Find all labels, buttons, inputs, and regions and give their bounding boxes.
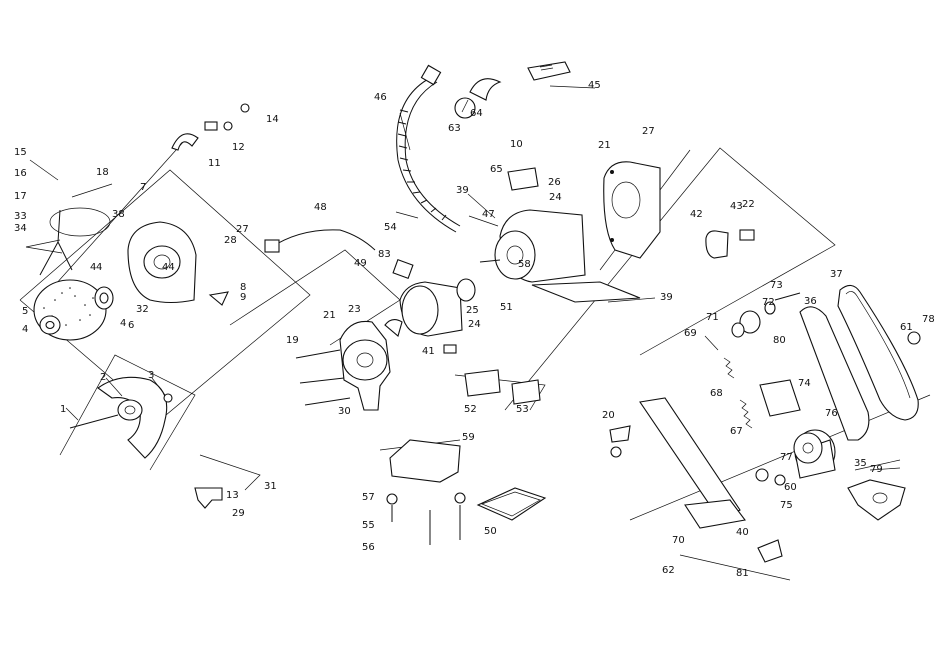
callout-label: 24 <box>468 319 481 330</box>
callout-label: 33 <box>14 211 27 222</box>
callout-label: 26 <box>548 177 561 188</box>
motor-assembly <box>296 162 754 410</box>
callout-label: 22 <box>742 199 755 210</box>
callout-label: 29 <box>232 508 245 519</box>
callout-label: 55 <box>362 520 375 531</box>
callout-label: 59 <box>462 432 475 443</box>
callout-label: 23 <box>348 304 361 315</box>
callout-label: 50 <box>484 526 497 537</box>
callout-label: 39 <box>660 292 673 303</box>
callout-label: 61 <box>900 322 913 333</box>
callout-label: 16 <box>14 168 27 179</box>
callout-label: 27 <box>642 126 655 137</box>
callout-label: 67 <box>730 426 743 437</box>
callout-label: 14 <box>266 114 279 125</box>
callout-label: 13 <box>226 490 239 501</box>
callout-label: 74 <box>798 378 811 389</box>
callout-label: 4 <box>96 262 102 273</box>
callout-label: 53 <box>516 404 529 415</box>
callout-label: 70 <box>672 535 685 546</box>
callout-label: 37 <box>830 269 843 280</box>
callout-label: 32 <box>136 304 149 315</box>
callout-label: 72 <box>762 297 775 308</box>
callout-label: 28 <box>224 235 237 246</box>
callout-label: 42 <box>690 209 703 220</box>
callout-label: 15 <box>14 147 27 158</box>
callout-label: 76 <box>825 408 838 419</box>
callout-label: 10 <box>510 139 523 150</box>
callout-label: 24 <box>549 192 562 203</box>
callout-label: 40 <box>736 527 749 538</box>
hose-coils <box>398 110 446 220</box>
callout-label: 81 <box>736 568 749 579</box>
callout-label: 21 <box>598 140 611 151</box>
callout-label: 52 <box>464 404 477 415</box>
assembly-guide-lines <box>20 140 930 580</box>
callout-label: 78 <box>922 314 935 325</box>
callout-label: 38 <box>112 209 125 220</box>
callout-label: 36 <box>804 296 817 307</box>
callout-labels: 1 2 3 4 4 4 4 5 6 7 8 9 10 11 12 13 14 1… <box>14 80 935 579</box>
callout-label: 19 <box>286 335 299 346</box>
callout-label: 71 <box>706 312 719 323</box>
callout-label: 68 <box>710 388 723 399</box>
callout-label: 3 <box>148 370 154 381</box>
callout-label: 63 <box>448 123 461 134</box>
callout-label: 73 <box>770 280 783 291</box>
callout-label: 17 <box>14 191 27 202</box>
callout-label: 4 <box>22 324 28 335</box>
callout-label: 2 <box>100 372 106 383</box>
callout-label: 4 <box>120 318 126 329</box>
callout-label: 46 <box>374 92 387 103</box>
callout-label: 18 <box>96 167 109 178</box>
callout-label: 65 <box>490 164 503 175</box>
callout-label: 11 <box>208 158 221 169</box>
callout-label: 34 <box>14 223 27 234</box>
callout-label: 57 <box>362 492 375 503</box>
callout-label: 47 <box>482 209 495 220</box>
callout-label: 6 <box>128 320 134 331</box>
callout-label: 62 <box>662 565 675 576</box>
callout-label: 12 <box>232 142 245 153</box>
callout-label: 20 <box>602 410 615 421</box>
callout-label: 35 <box>854 458 867 469</box>
callout-label: 44 <box>162 262 175 273</box>
callout-label: 39 <box>456 185 469 196</box>
callout-label: 77 <box>780 452 793 463</box>
callout-label: 21 <box>323 310 336 321</box>
callout-label: 75 <box>780 500 793 511</box>
callout-label: 25 <box>466 305 479 316</box>
callout-label: 49 <box>354 258 367 269</box>
callout-label: 60 <box>784 482 797 493</box>
callout-label: 5 <box>22 306 28 317</box>
callout-label: 27 <box>236 224 249 235</box>
callout-label: 83 <box>378 249 391 260</box>
callout-label: 7 <box>140 182 146 193</box>
callout-label: 45 <box>588 80 601 91</box>
callout-label: 1 <box>60 404 66 415</box>
callout-label: 56 <box>362 542 375 553</box>
callout-label: 30 <box>338 406 351 417</box>
callout-label: 48 <box>314 202 327 213</box>
callout-label: 9 <box>240 292 246 303</box>
callout-label: 79 <box>870 464 883 475</box>
callout-label: 80 <box>773 335 786 346</box>
belt-sander-assembly <box>610 285 920 562</box>
callout-label: 58 <box>518 259 531 270</box>
callout-label: 69 <box>684 328 697 339</box>
callout-label: 64 <box>470 108 483 119</box>
callout-label: 51 <box>500 302 513 313</box>
base-plate-assembly <box>387 440 545 545</box>
callout-label: 31 <box>264 481 277 492</box>
callout-label: 43 <box>730 201 743 212</box>
callout-label: 54 <box>384 222 397 233</box>
callout-label: 41 <box>422 346 435 357</box>
